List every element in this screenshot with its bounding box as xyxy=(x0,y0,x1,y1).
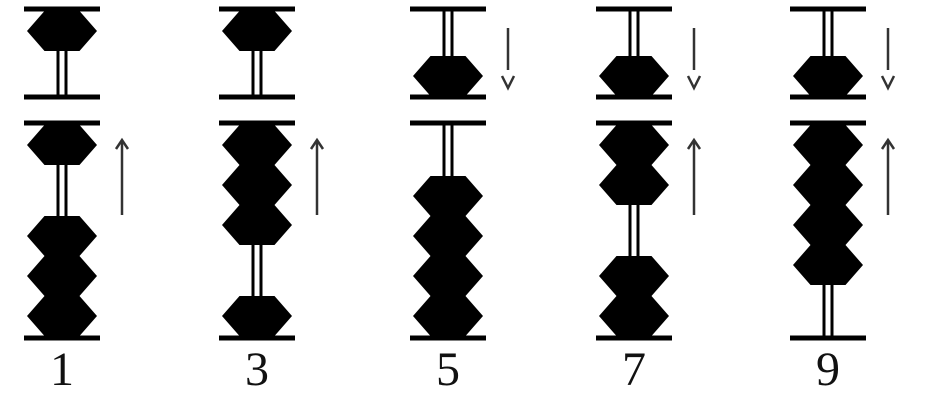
earth-bead xyxy=(222,296,292,336)
earth-bead xyxy=(413,216,483,256)
earth-bead xyxy=(222,165,292,205)
heaven-bead xyxy=(27,11,97,51)
earth-bead xyxy=(222,205,292,245)
earth-bead xyxy=(413,296,483,336)
earth-bead xyxy=(793,125,863,165)
earth-bead xyxy=(599,256,669,296)
up-arrow-head xyxy=(114,137,130,150)
down-arrow-head xyxy=(500,75,516,91)
earth-bead xyxy=(599,296,669,336)
heaven-bead xyxy=(793,56,863,96)
up-arrow-head xyxy=(880,137,896,150)
digit-label: 9 xyxy=(816,343,840,396)
earth-bead xyxy=(599,165,669,205)
up-arrow-head xyxy=(686,137,702,150)
digit-label: 1 xyxy=(50,343,74,396)
earth-bead xyxy=(793,205,863,245)
earth-bead xyxy=(793,245,863,285)
digit-label: 7 xyxy=(622,343,646,396)
heaven-bead xyxy=(413,56,483,96)
earth-bead xyxy=(413,176,483,216)
earth-bead xyxy=(413,256,483,296)
earth-bead xyxy=(793,165,863,205)
digit-label: 3 xyxy=(245,343,269,396)
up-arrow-head xyxy=(309,137,325,150)
down-arrow-head xyxy=(686,75,702,91)
heaven-bead xyxy=(222,11,292,51)
earth-bead xyxy=(27,296,97,336)
earth-bead xyxy=(27,256,97,296)
digit-label: 5 xyxy=(436,343,460,396)
down-arrow-head xyxy=(880,75,896,91)
heaven-bead xyxy=(599,56,669,96)
earth-bead xyxy=(27,216,97,256)
earth-bead xyxy=(599,125,669,165)
earth-bead xyxy=(222,125,292,165)
earth-bead xyxy=(27,125,97,165)
